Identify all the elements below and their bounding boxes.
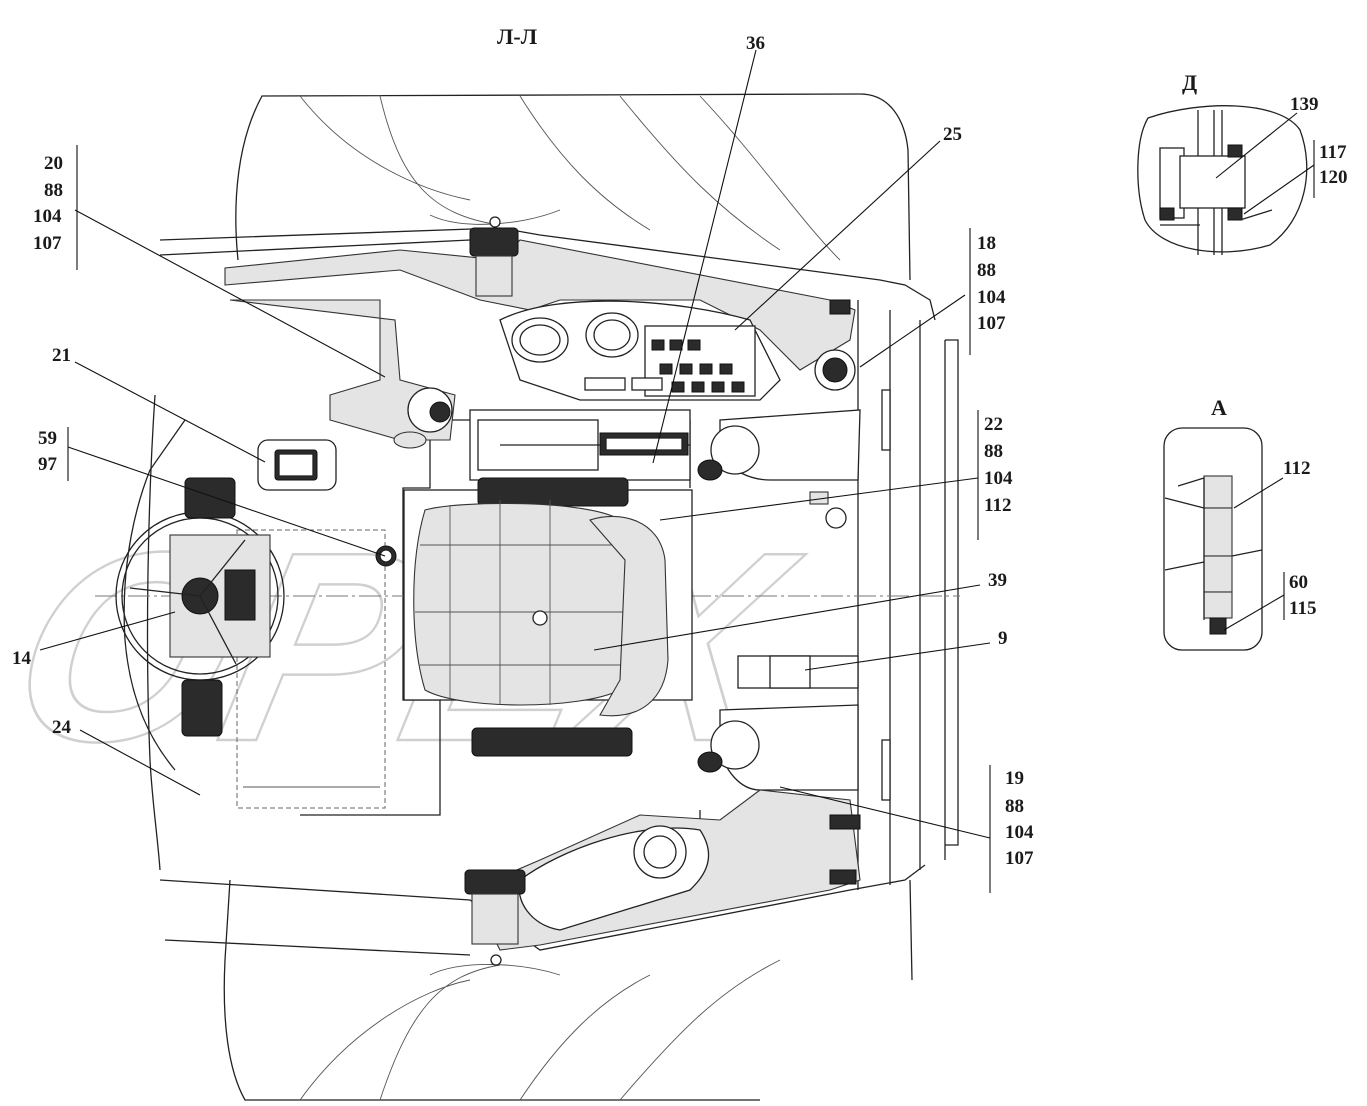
label-group-18: 18 88 104 107 <box>977 233 1006 334</box>
group-label: 88 <box>984 441 1003 462</box>
lower-console <box>464 789 861 966</box>
label-36: 36 <box>746 33 765 54</box>
seat-39 <box>403 477 693 757</box>
label-group-22: 22 88 104 112 <box>984 414 1013 516</box>
leader-lines <box>39 49 1315 893</box>
section-title: Л-Л <box>497 24 538 49</box>
group-label: 60 <box>1289 572 1308 593</box>
group-label: 104 <box>977 287 1006 308</box>
control-box-36 <box>469 409 691 481</box>
group-label: 88 <box>977 260 996 281</box>
label-24: 24 <box>52 717 72 738</box>
detail-a <box>1163 427 1263 651</box>
label-112: 112 <box>1283 458 1310 479</box>
group-label: 59 <box>38 428 57 449</box>
label-14: 14 <box>12 648 32 669</box>
group-label: 88 <box>44 180 63 201</box>
label-139: 139 <box>1290 94 1319 115</box>
label-group-19: 19 88 104 107 <box>1005 768 1034 869</box>
group-label: 104 <box>1005 822 1034 843</box>
group-label: 104 <box>984 468 1013 489</box>
group-label: 18 <box>977 233 996 254</box>
group-label: 107 <box>33 233 62 254</box>
group-label: 22 <box>984 414 1003 435</box>
group-label: 115 <box>1289 598 1316 619</box>
group-label: 117 <box>1319 142 1347 163</box>
latch-bottom <box>464 869 526 895</box>
label-25: 25 <box>943 124 962 145</box>
label-9: 9 <box>998 628 1008 649</box>
latch-top <box>469 227 519 257</box>
group-label: 112 <box>984 495 1011 516</box>
detail-d <box>1137 105 1308 255</box>
label-group-59: 59 97 <box>38 428 58 475</box>
label-21: 21 <box>52 345 71 366</box>
group-label: 104 <box>33 206 62 227</box>
group-label: 20 <box>44 153 63 174</box>
right-console <box>697 409 861 791</box>
detail-d-title: Д <box>1182 70 1197 95</box>
label-group-20: 20 88 104 107 <box>33 153 63 254</box>
group-label: 88 <box>1005 796 1024 817</box>
group-label: 97 <box>38 454 58 475</box>
group-label: 19 <box>1005 768 1024 789</box>
upper-console <box>224 216 856 449</box>
label-group-60: 60 115 <box>1289 572 1316 619</box>
label-39: 39 <box>988 570 1007 591</box>
group-label: 120 <box>1319 167 1348 188</box>
detail-a-title: А <box>1211 395 1227 420</box>
group-label: 107 <box>1005 848 1034 869</box>
group-label: 107 <box>977 313 1006 334</box>
display-21 <box>257 439 337 491</box>
steering-wheel-14 <box>115 477 397 737</box>
label-group-117: 117 120 <box>1319 142 1348 188</box>
